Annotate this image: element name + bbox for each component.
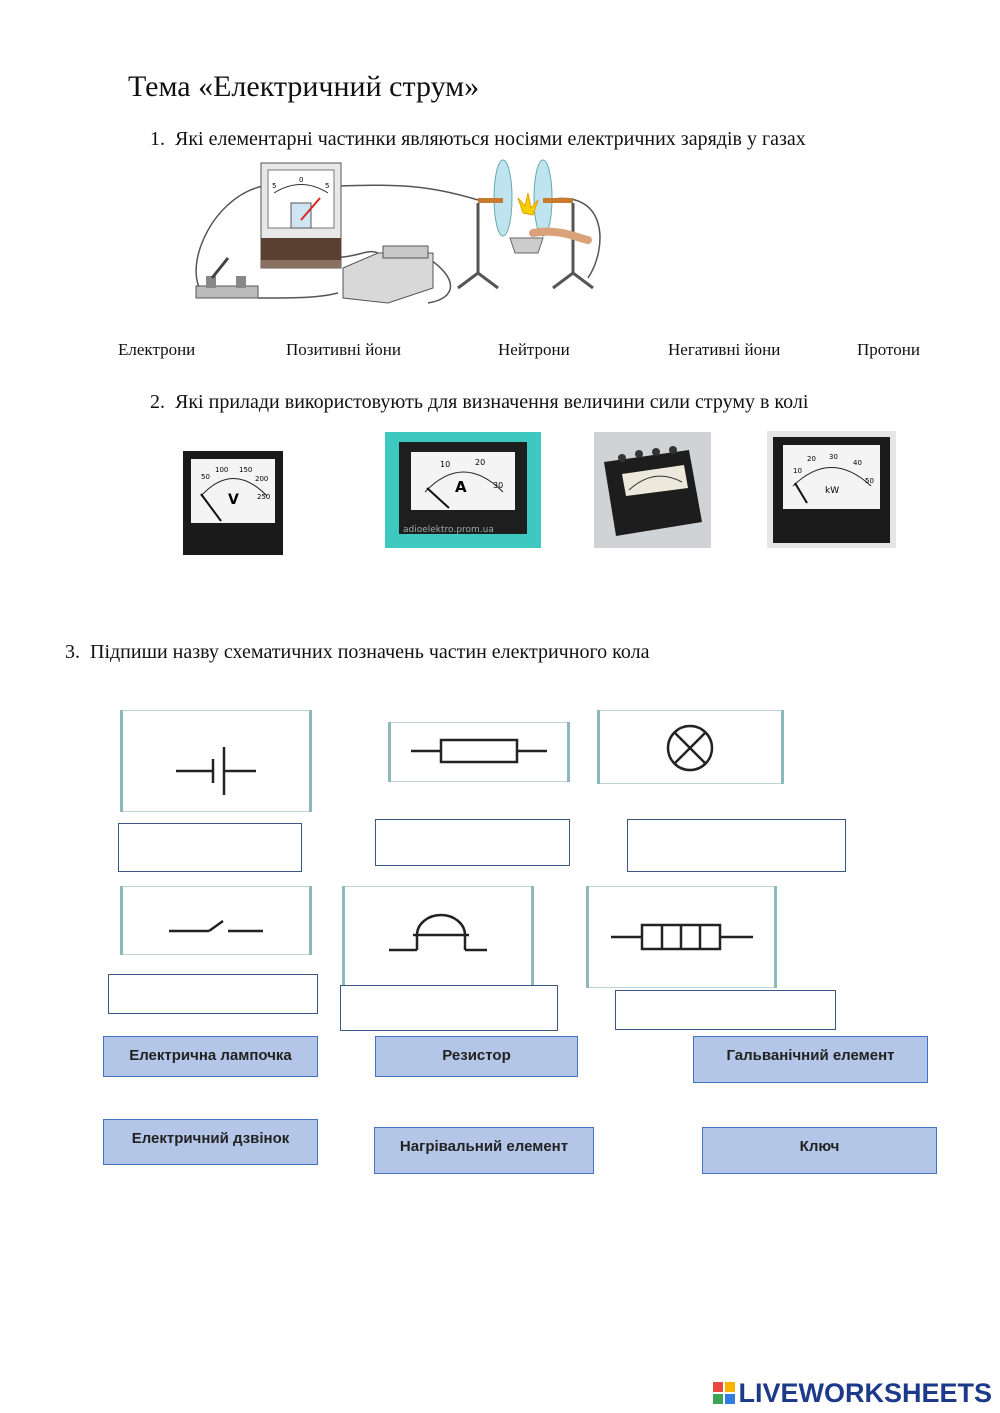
symbol-galvanic-cell [120, 710, 312, 812]
voltmeter-tick-250: 250 [257, 493, 270, 501]
ammeter-tick-20: 20 [475, 458, 485, 467]
logo-text: LIVEWORKSHEETS [738, 1378, 992, 1408]
option-neutrons[interactable]: Нейтрони [498, 340, 570, 359]
answer-box-switch[interactable] [108, 974, 318, 1014]
symbol-electric-bell [342, 886, 534, 986]
voltmeter-tick-200: 200 [255, 475, 268, 483]
ammeter-watermark: adioelektro.prom.ua [403, 525, 494, 535]
voltmeter-tick-50: 50 [201, 473, 210, 481]
symbol-heating-element [586, 886, 777, 988]
question-1: 1. Які елементарні частинки являються нос… [150, 128, 806, 151]
symbol-resistor [388, 722, 570, 782]
question-2: 2. Які прилади використовують для визначе… [150, 391, 808, 414]
heating-element-icon [611, 923, 753, 951]
wattmeter-tick-50: 50 [865, 477, 874, 485]
ammeter-option[interactable]: 10 20 30 A adioelektro.prom.ua [385, 432, 541, 548]
answer-chip-electric-lamp[interactable]: Електрична лампочка [103, 1036, 318, 1077]
wattmeter-tick-20: 20 [807, 455, 816, 463]
question-3: 3. Підпиши назву схематичних позначень ча… [65, 641, 649, 664]
liveworksheets-logo: LIVEWORKSHEETS [713, 1378, 992, 1409]
ammeter-tick-30: 30 [493, 481, 503, 490]
wattmeter-tick-40: 40 [853, 459, 862, 467]
answer-chip-switch[interactable]: Ключ [702, 1127, 937, 1174]
voltmeter-option[interactable]: 50 100 150 200 250 V [183, 451, 283, 555]
option-negative-ions[interactable]: Негативні йони [668, 340, 781, 359]
switch-icon [169, 919, 263, 933]
bell-icon [389, 913, 487, 952]
answer-chip-heating-element[interactable]: Нагрівальний елемент [374, 1127, 594, 1174]
ammeter-image: 10 20 30 A adioelektro.prom.ua [399, 442, 527, 535]
ammeter-unit: A [455, 478, 467, 496]
answer-box-resistor[interactable] [375, 819, 570, 866]
option-protons[interactable]: Протони [857, 340, 920, 359]
galvanometer-scale-left: 5 [272, 182, 276, 190]
symbol-lamp [597, 710, 784, 784]
question-3-number: 3. [65, 641, 80, 663]
answer-box-lamp[interactable] [627, 819, 846, 872]
galvanic-cell-icon [176, 747, 256, 795]
resistor-icon [411, 738, 547, 764]
voltmeter-tick-100: 100 [215, 466, 228, 474]
answer-chip-galvanic-cell[interactable]: Гальванічний елемент [693, 1036, 928, 1083]
galvanometer-scale-zero: 0 [299, 176, 303, 184]
answer-box-galvanic-cell[interactable] [118, 823, 302, 872]
voltmeter-image: 50 100 150 200 250 V [191, 459, 275, 523]
voltmeter-tick-150: 150 [239, 466, 252, 474]
page-title: Тема «Електричний струм» [128, 70, 480, 103]
question-2-number: 2. [150, 391, 165, 413]
lamp-icon [666, 724, 714, 772]
voltmeter-unit: V [228, 492, 239, 508]
logo-grid-icon [713, 1382, 736, 1404]
option-positive-ions[interactable]: Позитивні йони [286, 340, 402, 359]
ammeter-tick-10: 10 [440, 460, 450, 469]
answer-box-electric-bell[interactable] [340, 985, 558, 1031]
wattmeter-option[interactable]: 10 20 30 40 50 kW [767, 431, 896, 548]
galvanometer-option[interactable] [594, 432, 711, 548]
symbol-switch [120, 886, 312, 955]
question-2-text: Які прилади використовують для визначенн… [175, 391, 809, 413]
gas-discharge-apparatus-illustration: 5 0 5 [195, 159, 601, 304]
answer-box-heating-element[interactable] [615, 990, 836, 1030]
option-electrons[interactable]: Електрони [118, 340, 196, 359]
question-3-text: Підпиши назву схематичних позначень част… [90, 641, 650, 663]
wattmeter-tick-30: 30 [829, 453, 838, 461]
answer-chip-electric-bell[interactable]: Електричний дзвінок [103, 1119, 318, 1165]
wattmeter-unit: kW [825, 486, 839, 496]
question-1-number: 1. [150, 128, 165, 150]
wattmeter-tick-10: 10 [793, 467, 802, 475]
galvanometer-scale-right: 5 [325, 182, 329, 190]
galvanometer-image [604, 446, 702, 536]
wattmeter-image: 10 20 30 40 50 kW [773, 437, 890, 543]
question-1-text: Які елементарні частинки являються носія… [175, 128, 806, 150]
answer-chip-resistor[interactable]: Резистор [375, 1036, 578, 1077]
